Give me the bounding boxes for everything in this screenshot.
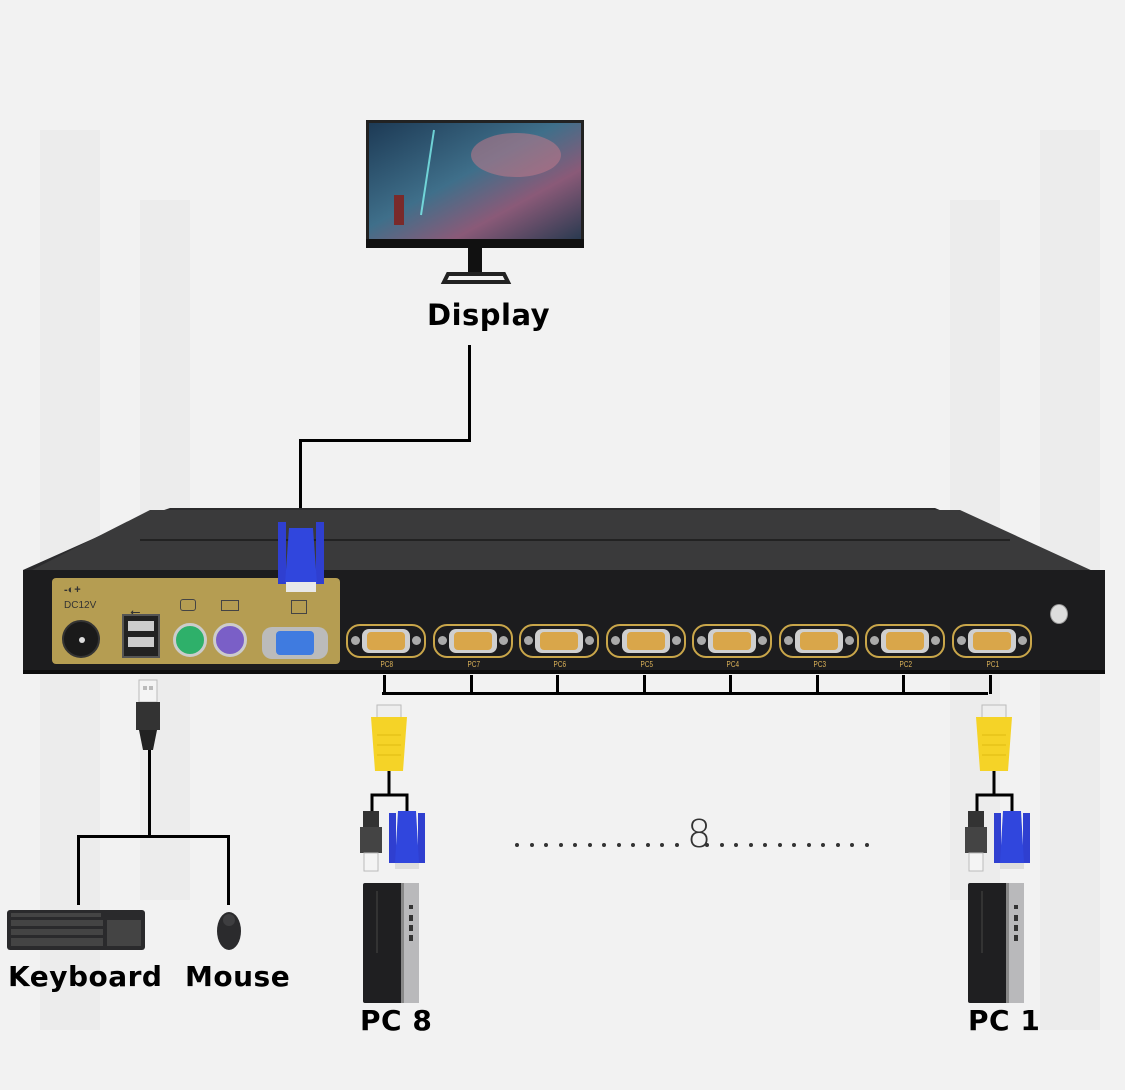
display-cable <box>299 439 302 529</box>
dot <box>645 843 650 847</box>
console-cable <box>148 750 151 836</box>
mouse-label: Mouse <box>185 960 291 993</box>
port-label-pc1: PC1 <box>986 660 999 669</box>
pc-8-label: PC 8 <box>360 1004 433 1037</box>
dot <box>777 843 782 847</box>
vga-port-pc2[interactable] <box>865 624 945 658</box>
monitor-icon <box>366 120 584 284</box>
keyboard-label: Keyboard <box>8 960 163 993</box>
vga-plug-display <box>278 522 324 592</box>
dot <box>763 843 767 847</box>
dot <box>573 843 577 847</box>
dot <box>734 843 738 847</box>
dot <box>792 843 796 847</box>
vga-port-pc1[interactable] <box>951 624 1032 658</box>
dot <box>806 843 811 847</box>
power-label: DC12V <box>64 600 97 611</box>
dot <box>821 843 825 847</box>
dot <box>515 843 519 847</box>
dot <box>719 843 724 847</box>
port-label-pc5: PC5 <box>640 660 653 669</box>
port-label-pc6: PC6 <box>553 660 567 669</box>
pc-tower-icon <box>968 883 1024 1003</box>
bus-drop-line <box>815 675 819 694</box>
count-indicator <box>515 815 895 855</box>
dot <box>748 843 753 847</box>
vga-console-port[interactable] <box>262 627 328 659</box>
mouse-port-icon <box>180 599 196 611</box>
port-label-pc2: PC2 <box>899 660 913 669</box>
vga-port-pc5[interactable] <box>605 624 686 658</box>
pc-1-label: PC 1 <box>968 1004 1041 1037</box>
cable-split <box>975 771 1014 811</box>
vga-port-pc6[interactable] <box>519 624 599 658</box>
bus-drop-line <box>469 675 473 694</box>
dot <box>660 843 664 847</box>
usb-plug-icon <box>136 679 160 750</box>
bus-drop-line <box>729 675 732 694</box>
pc-8-group <box>355 704 455 1035</box>
display-cable <box>299 439 471 442</box>
dot <box>835 843 840 847</box>
pc-1-group <box>960 704 1060 1035</box>
power-symbol: -◐+ <box>64 584 81 596</box>
ps2-mouse-port[interactable] <box>173 623 207 657</box>
ground-screw <box>1050 604 1068 624</box>
bus-drop-line <box>383 675 386 694</box>
vga-port-pc3[interactable] <box>778 624 859 658</box>
dot <box>544 843 548 847</box>
keyboard-port-icon <box>221 600 239 611</box>
usb-icon: ⭠ <box>130 604 141 619</box>
ps2-keyboard-port[interactable] <box>213 623 247 657</box>
bus-drop-line <box>556 675 559 694</box>
dot <box>631 843 635 847</box>
keyboard-icon <box>7 910 145 950</box>
dot <box>529 843 534 847</box>
monitor-port-icon <box>291 600 307 614</box>
bus-drop-line <box>902 675 905 694</box>
port-label-pc4: PC4 <box>726 660 740 669</box>
vga-plug-icon <box>994 811 1030 869</box>
mouse-icon <box>217 912 241 950</box>
display-label: Display <box>427 298 551 332</box>
console-cable <box>227 835 230 905</box>
count-number: 8 <box>687 812 712 856</box>
vga-port-pc8[interactable] <box>346 624 426 658</box>
dot <box>558 843 563 847</box>
dot <box>674 843 679 847</box>
port-label-pc7: PC7 <box>467 660 480 669</box>
kvm-cable-plug-icon <box>371 704 407 771</box>
bus-drop-line <box>988 675 992 694</box>
usb-plug-icon <box>360 811 382 872</box>
dot <box>616 843 621 847</box>
vga-plug-icon <box>389 811 425 869</box>
kvm-cable-plug-icon <box>976 704 1012 771</box>
bus-drop-line <box>642 675 646 694</box>
port-label-pc8: PC8 <box>380 660 394 669</box>
dot <box>602 843 606 847</box>
dot <box>705 843 709 847</box>
dot <box>864 843 869 847</box>
display-cable <box>468 345 471 441</box>
usb-plug-icon <box>965 811 987 872</box>
console-cable <box>77 835 80 905</box>
cable-split <box>370 771 409 811</box>
vga-port-pc4[interactable] <box>692 624 772 658</box>
vga-port-pc7[interactable] <box>432 624 513 658</box>
dot <box>850 843 854 847</box>
console-cable <box>77 835 230 838</box>
power-jack[interactable] <box>62 620 100 658</box>
dot <box>587 843 592 847</box>
pc-tower-icon <box>363 883 419 1003</box>
port-label-pc3: PC3 <box>813 660 826 669</box>
pc-bus-line <box>382 692 988 695</box>
usb-port[interactable] <box>122 614 160 658</box>
